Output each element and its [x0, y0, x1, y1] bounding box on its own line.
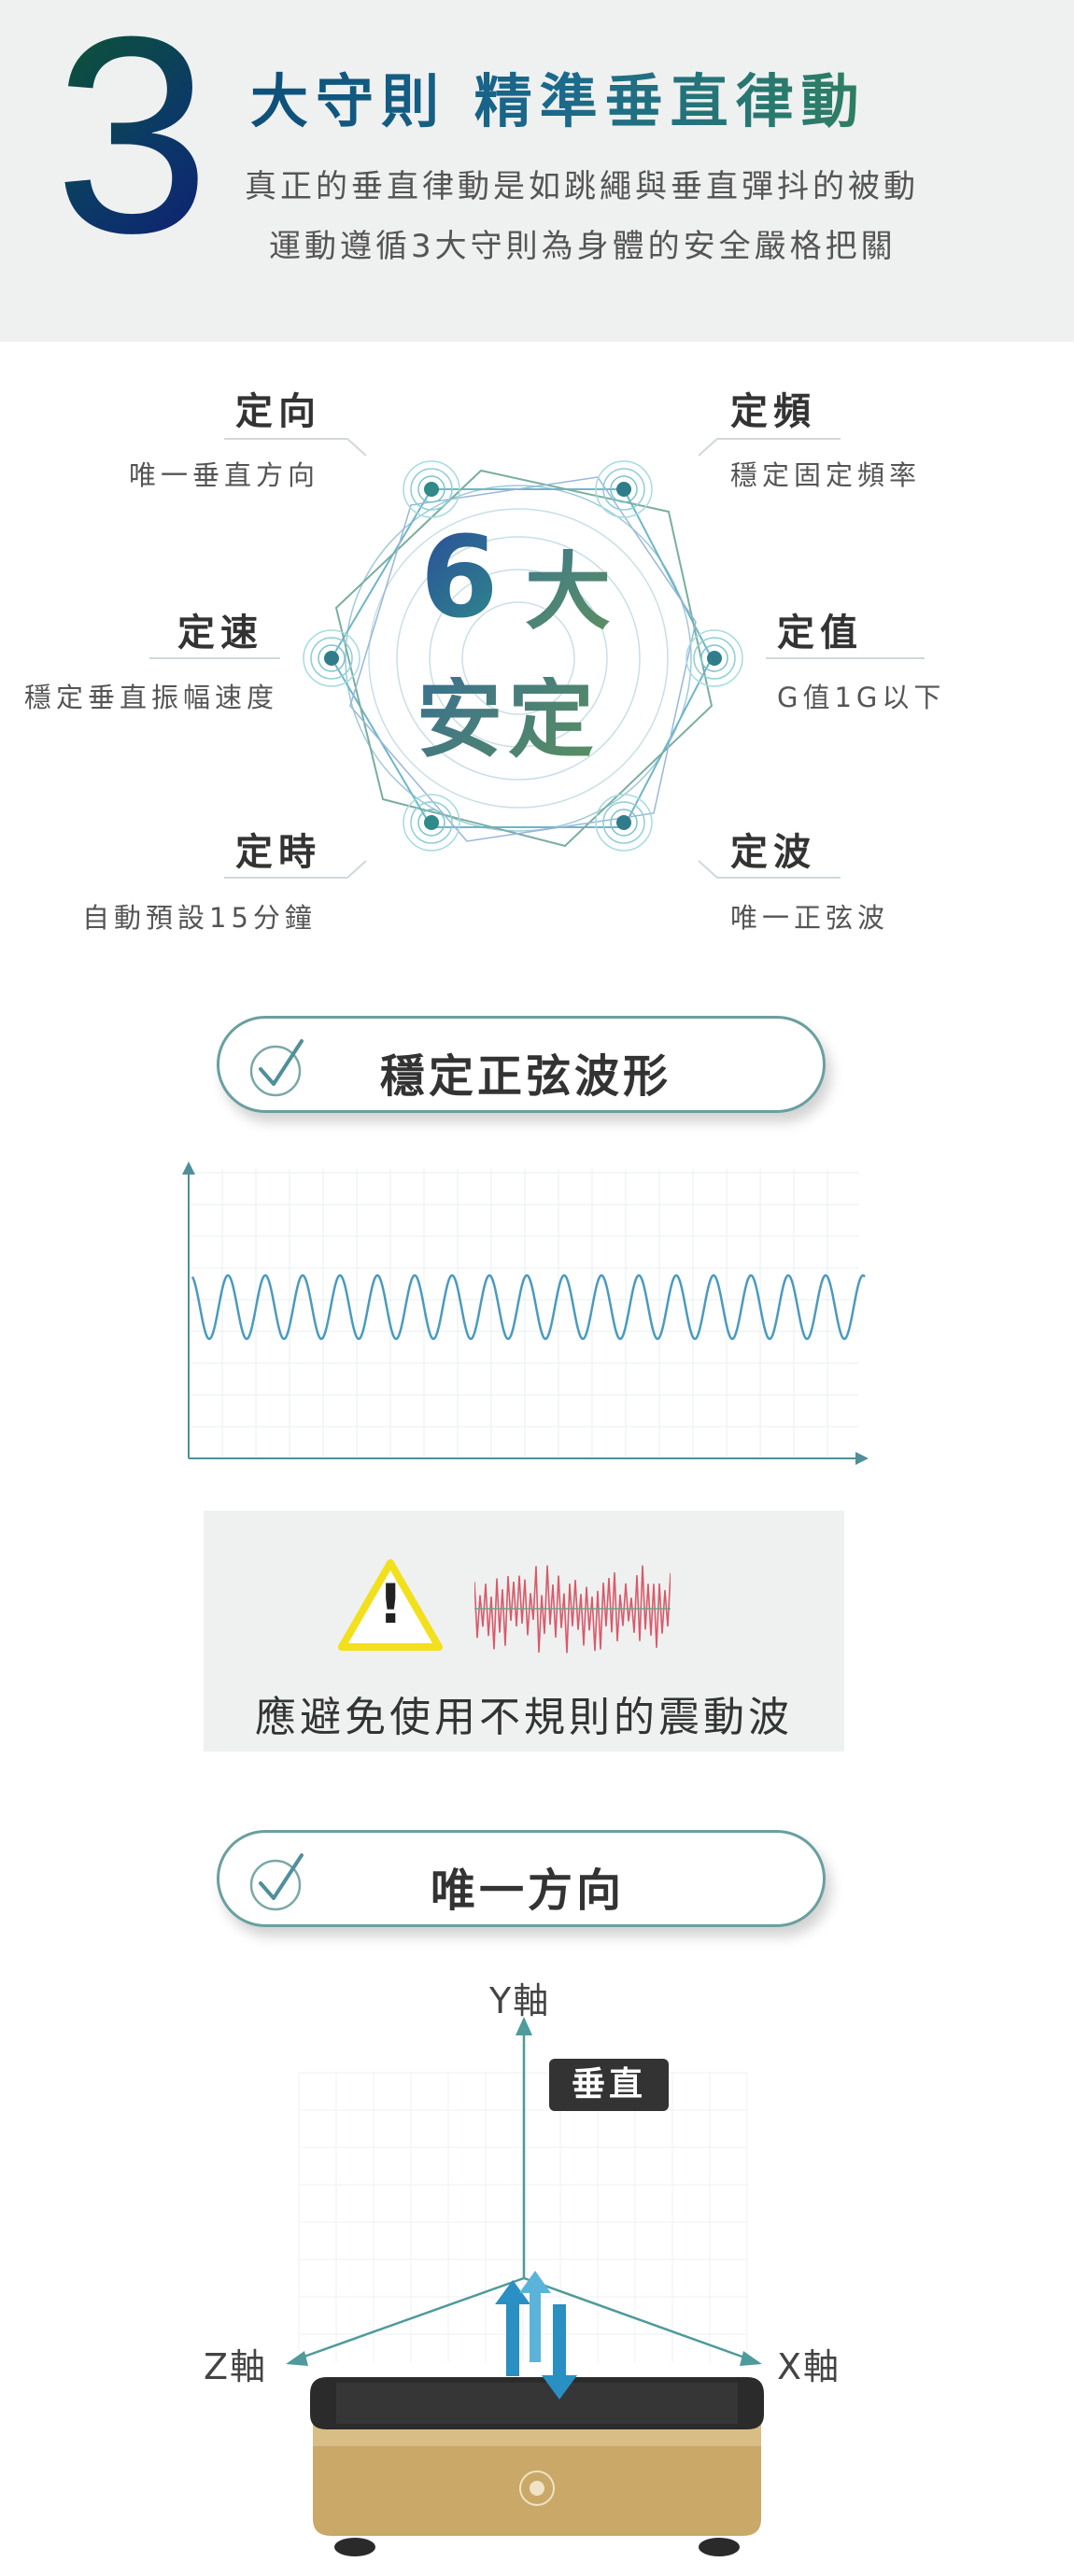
warning-box: ! 應避免使用不規則的震動波	[204, 1511, 844, 1752]
section-heading-direction: 唯一方向	[217, 1830, 826, 1927]
x-axis-arrow-icon	[855, 1452, 869, 1465]
subtitle-line-1: 真正的垂直律動是如跳繩與垂直彈抖的被動	[245, 168, 919, 205]
hexagon-outline-1	[330, 488, 714, 828]
center-number-six: 6	[420, 514, 499, 643]
principle-speed-name: 定速	[177, 612, 263, 655]
node-mid-left	[303, 629, 360, 687]
node-top-left	[403, 460, 460, 518]
z-axis-arrow-icon	[286, 2351, 308, 2366]
principle-value-name: 定值	[777, 612, 863, 655]
principle-wave-name: 定波	[730, 831, 816, 874]
hexagon-outline-3	[349, 476, 697, 842]
warning-exclamation: !	[378, 1572, 403, 1636]
z-axis-label: Z軸	[204, 2346, 268, 2387]
y-axis-arrow-icon	[182, 1161, 195, 1175]
y-axis-arrow-icon	[516, 2017, 532, 2035]
section-heading-sine-wave-label: 穩定正弦波形	[380, 1050, 672, 1103]
warning-triangle-icon	[338, 1559, 443, 1651]
axis-3d-diagram	[286, 2017, 764, 2556]
connector-lines	[149, 438, 925, 879]
node-bottom-right	[595, 794, 653, 852]
sine-chart-grid	[188, 1169, 859, 1459]
six-principles-diagram	[149, 438, 925, 879]
center-text-anding: 安定	[417, 669, 601, 769]
vibration-platform-icon	[310, 2377, 764, 2556]
hexagon-outline-2	[334, 469, 714, 848]
sine-wave-chart	[182, 1161, 869, 1465]
header-banner: 3 大守則 精準垂直律動 真正的垂直律動是如跳繩與垂直彈抖的被動 運動遵循3大守…	[0, 0, 1074, 342]
sine-wave-line	[191, 1274, 866, 1341]
x-axis-label: X軸	[777, 2346, 841, 2387]
principle-value-desc: G值1G以下	[777, 682, 946, 713]
warning-text: 應避免使用不規則的震動波	[255, 1694, 793, 1741]
principle-frequency-desc: 穩定固定頻率	[730, 459, 922, 491]
check-circle-icon	[249, 1039, 304, 1097]
principle-wave-desc: 唯一正弦波	[730, 902, 890, 934]
section-heading-direction-label: 唯一方向	[431, 1865, 626, 1917]
vertical-badge: 垂直	[549, 2059, 669, 2111]
principle-frequency-name: 定頻	[730, 390, 816, 433]
page-title: 大守則 精準垂直律動	[250, 54, 867, 138]
principle-speed-desc: 穩定垂直振幅速度	[24, 682, 279, 713]
x-axis-arrow-icon	[740, 2351, 762, 2366]
principle-direction-desc: 唯一垂直方向	[129, 459, 320, 491]
node-top-right	[595, 460, 653, 518]
section-heading-sine-wave: 穩定正弦波形	[217, 1016, 826, 1113]
irregular-wave-icon	[474, 1565, 671, 1654]
z-axis-line	[298, 2276, 525, 2360]
big-number: 3	[54, 0, 210, 274]
y-axis-label: Y軸	[489, 1980, 551, 2021]
concentric-rings	[345, 485, 692, 832]
principle-direction-name: 定向	[235, 390, 321, 433]
up-down-arrows-icon	[495, 2271, 577, 2400]
subtitle-line-2: 運動遵循3大守則為身體的安全嚴格把關	[269, 228, 897, 265]
node-bottom-left	[403, 794, 460, 852]
node-mid-right	[685, 629, 743, 687]
x-axis-line	[523, 2276, 748, 2360]
check-circle-icon	[249, 1853, 304, 1911]
center-text-da: 大	[525, 542, 612, 641]
principle-timer-name: 定時	[235, 831, 321, 874]
principle-timer-desc: 自動預設15分鐘	[82, 902, 317, 934]
